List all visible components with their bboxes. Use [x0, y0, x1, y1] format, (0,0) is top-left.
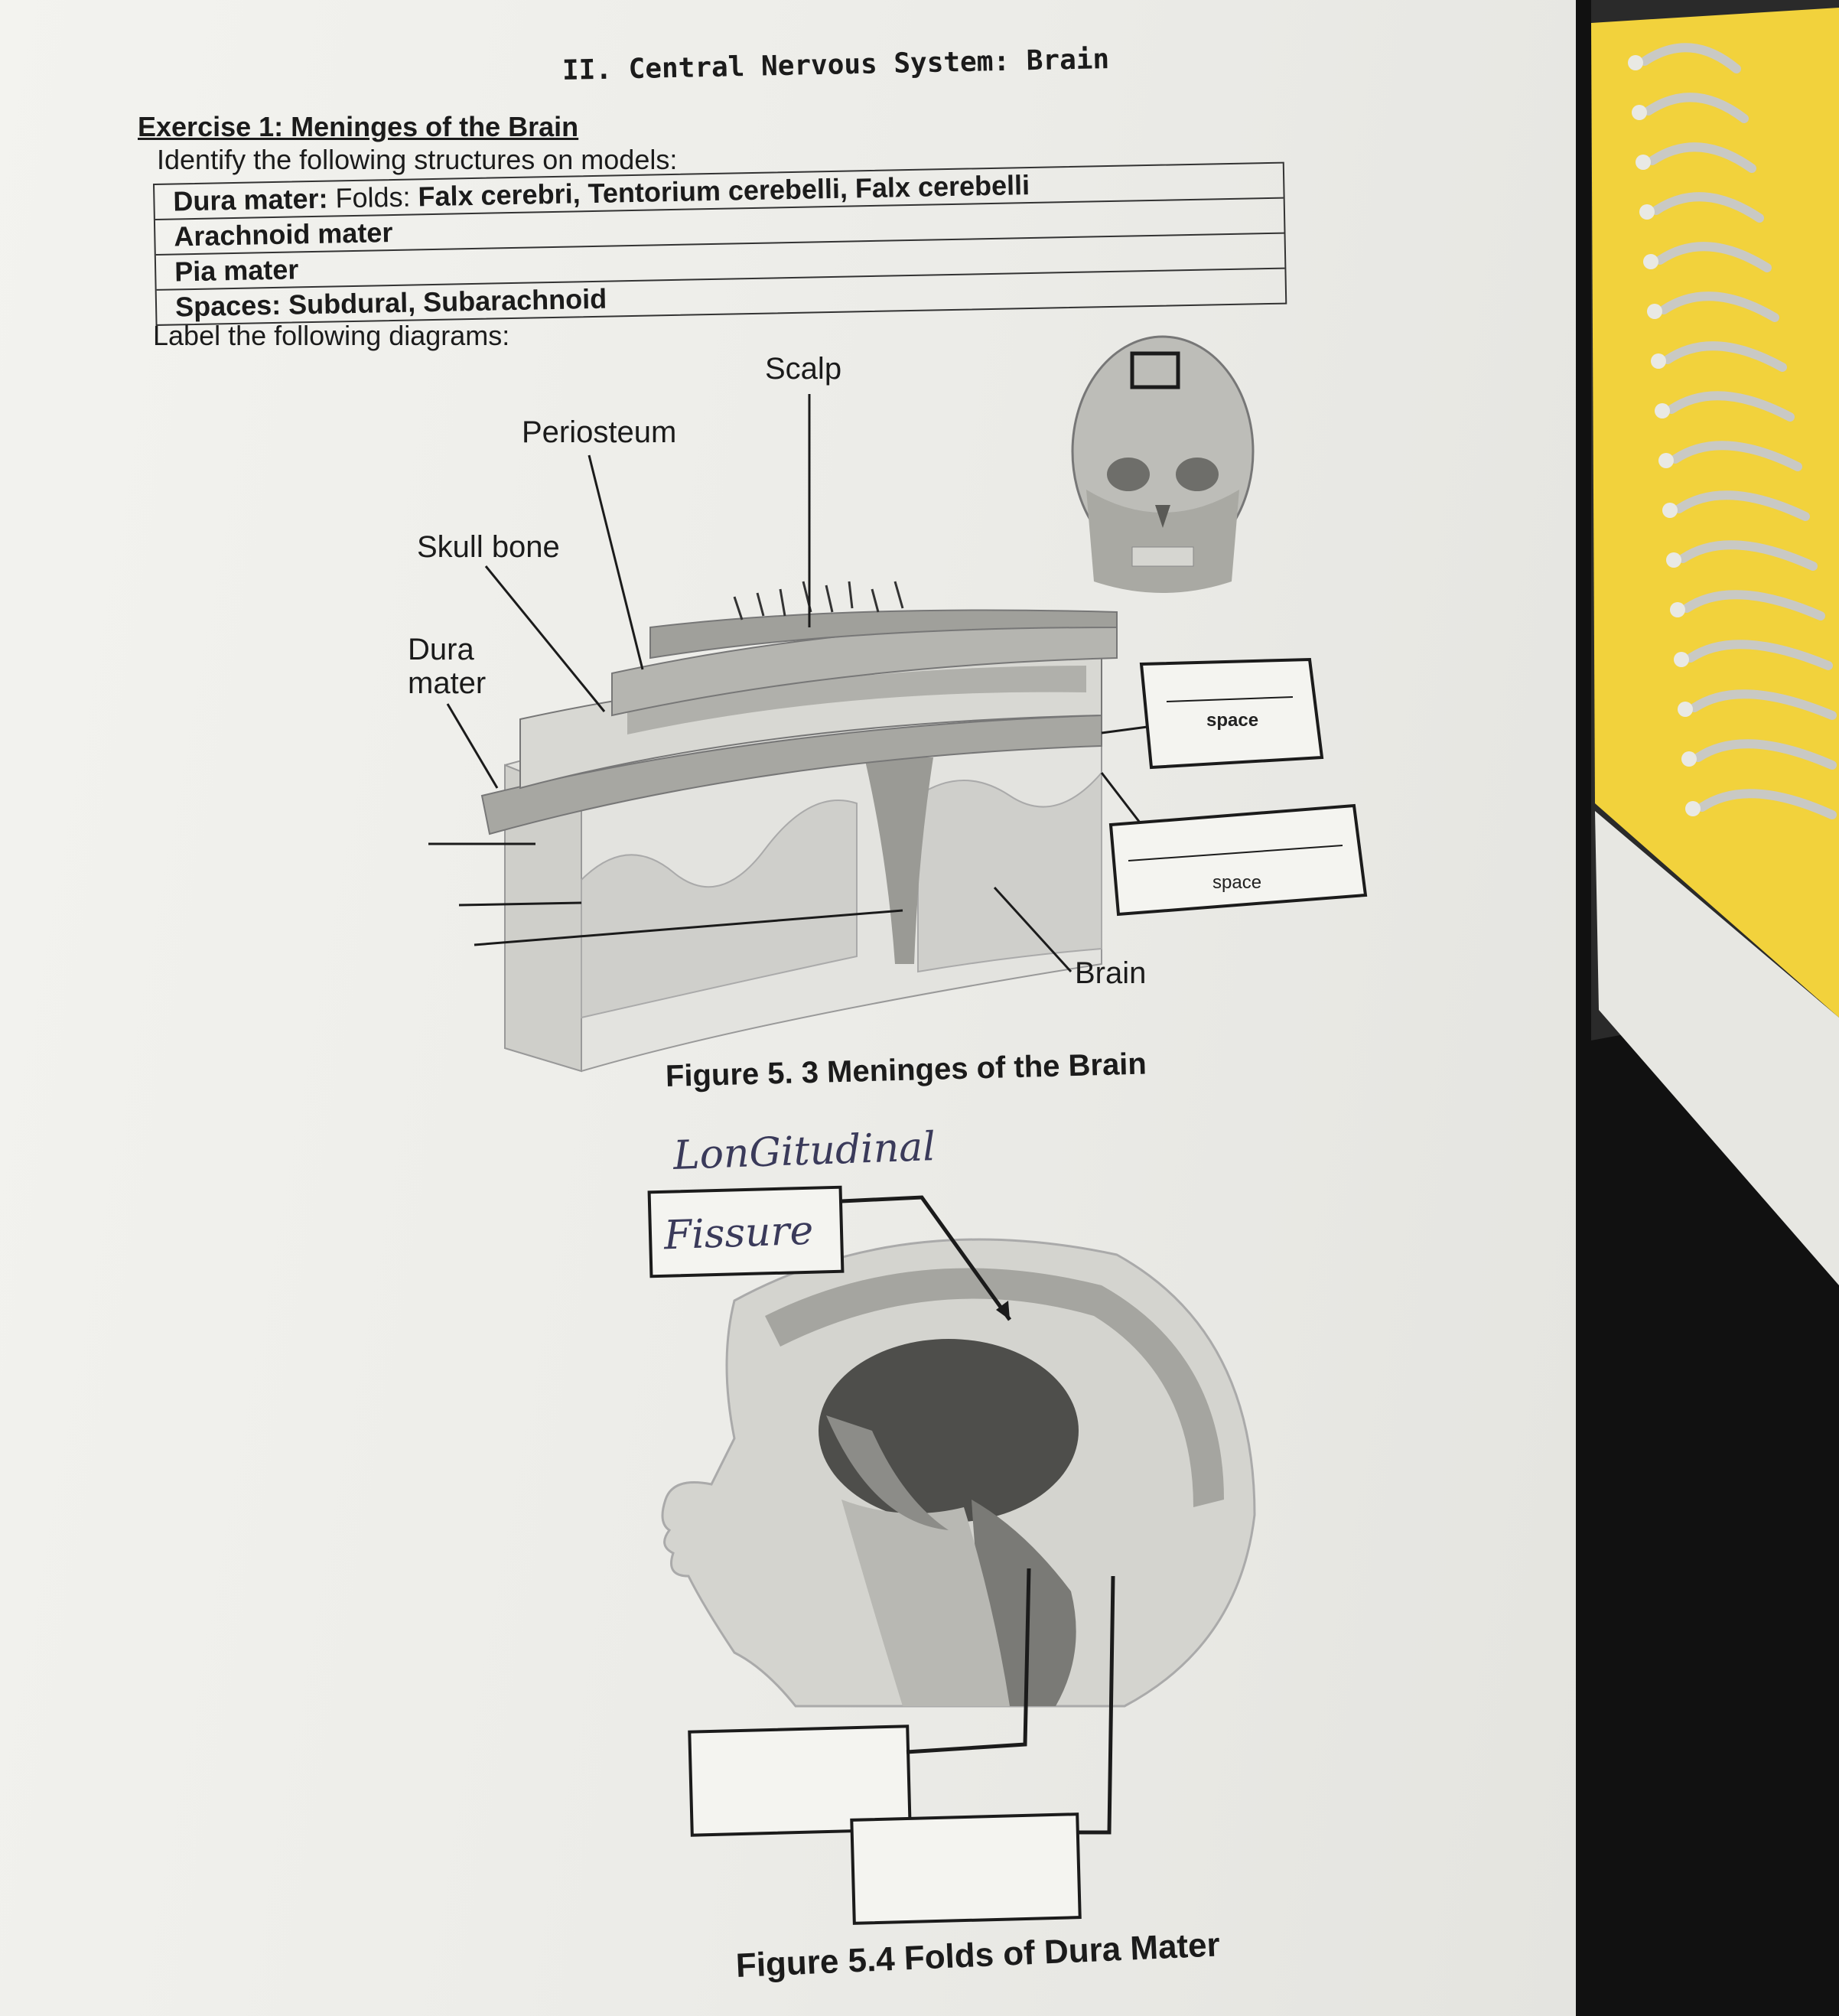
periosteum-label: Periosteum [522, 415, 677, 449]
exercise-title: Exercise 1: Meninges of the Brain [138, 111, 579, 142]
answer-box-2 [850, 1812, 1082, 1925]
instruction-text: Identify the following structures on mod… [157, 144, 678, 175]
dura-mater-label: Dura mater [408, 633, 487, 700]
space-answer-box-2 [1108, 803, 1368, 917]
skull-thumbnail-icon [1071, 335, 1255, 593]
meninges-block [480, 581, 1118, 1073]
skull-bone-label: Skull bone [417, 530, 560, 564]
handwritten-answer-box [647, 1185, 845, 1278]
space-label-2: space [1212, 872, 1262, 893]
label-instruction: Label the following diagrams: [153, 320, 510, 351]
punch-holes [1628, 55, 1701, 816]
leader-lines [428, 394, 1148, 973]
spiral-binding [1576, 0, 1839, 2016]
space-label-1: space [1206, 710, 1259, 731]
handwritten-answer-line1: LonGitudinal [672, 1124, 936, 1179]
brain-label: Brain [1075, 956, 1147, 990]
handwritten-answer-line2: Fissure [663, 1207, 815, 1259]
space-answer-box-1 [1139, 657, 1324, 770]
scalp-label: Scalp [765, 352, 842, 386]
spiral-coils [1640, 43, 1837, 819]
answer-box-1 [688, 1725, 912, 1837]
